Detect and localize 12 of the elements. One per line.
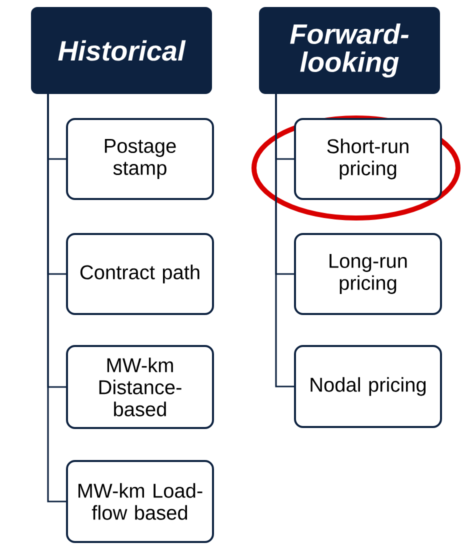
method-box: Long-run pricing <box>294 233 442 315</box>
category-header: Historical <box>31 7 212 94</box>
connector-line <box>275 94 294 388</box>
method-box: Short-run pricing <box>294 118 442 200</box>
category-header: Forward-looking <box>259 7 440 94</box>
method-box: Postage stamp <box>66 118 214 200</box>
method-box: Nodal pricing <box>294 345 442 428</box>
method-box: Contract path <box>66 233 214 315</box>
node-label: Short-run pricing <box>327 138 408 180</box>
method-box: MW-km Distance-based <box>66 345 214 429</box>
method-box: MW-km Load-flow based <box>66 460 214 543</box>
connector-line <box>47 94 66 502</box>
